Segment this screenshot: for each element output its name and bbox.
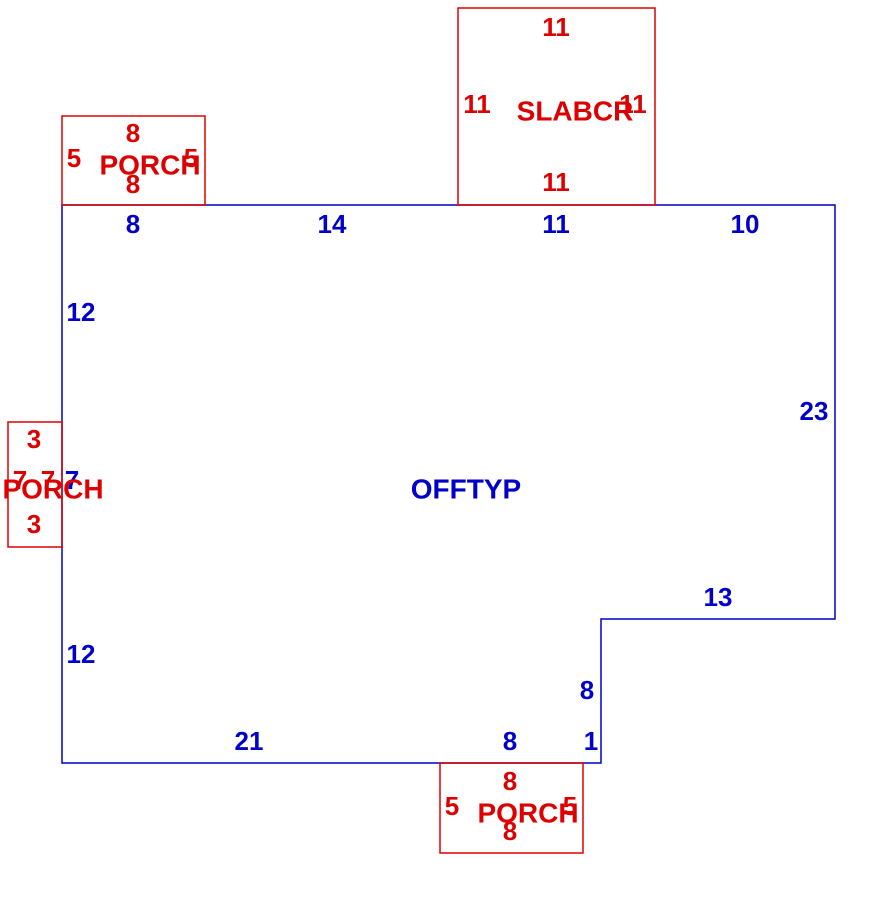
- main-area-label: OFFTYP: [411, 474, 521, 505]
- porch-top-left-left-dim: 5: [67, 143, 81, 173]
- slab-cover-left-dim: 11: [463, 89, 491, 119]
- porch-left-bottom-dim: 3: [27, 509, 41, 539]
- porch-left-outline: [7, 421, 63, 548]
- main-bottom-dim-2: 8: [503, 726, 517, 756]
- porch-left-right-dim: 7: [41, 465, 55, 495]
- main-top-dim-1: 8: [126, 209, 140, 239]
- main-right-dim: 23: [800, 396, 829, 426]
- porch-bottom-right-dim: 5: [563, 791, 577, 821]
- porch-top-left-top-dim: 8: [126, 118, 140, 148]
- porch-top-left-right-dim: 5: [184, 143, 198, 173]
- main-top-dim-3: 11: [542, 209, 570, 239]
- slab-cover-top-dim: 11: [542, 12, 570, 42]
- slab-cover-bottom-dim: 11: [542, 167, 570, 197]
- slab-cover-outline: [457, 7, 656, 206]
- main-top-dim-2: 14: [318, 209, 347, 239]
- main-left-lower-dim: 12: [67, 639, 96, 669]
- main-step-top-dim: 13: [704, 582, 733, 612]
- main-area-outline: [61, 204, 836, 764]
- main-left-upper-dim: 12: [67, 297, 96, 327]
- main-top-dim-4: 10: [731, 209, 760, 239]
- porch-bottom-label: PORCH: [477, 798, 578, 829]
- slab-cover-label: SLABCR: [517, 96, 634, 127]
- main-left-mid-dim: 7: [65, 465, 79, 495]
- main-bottom-dim-1: 21: [235, 726, 264, 756]
- porch-bottom-left-dim: 5: [445, 791, 459, 821]
- porch-bottom-top-dim: 8: [503, 766, 517, 796]
- porch-bottom-bottom-dim: 8: [503, 816, 517, 846]
- slab-cover-right-dim: 11: [619, 89, 647, 119]
- porch-left-label: PORCH: [2, 474, 103, 505]
- porch-left-left-dim: 7: [13, 465, 27, 495]
- porch-bottom-outline: [439, 762, 584, 854]
- porch-top-left-label: PORCH: [99, 150, 200, 181]
- porch-left-top-dim: 3: [27, 424, 41, 454]
- porch-top-left-outline: [61, 115, 206, 206]
- main-step-side-dim: 8: [580, 675, 594, 705]
- main-bottom-dim-3: 1: [584, 726, 598, 756]
- porch-top-left-bottom-dim: 8: [126, 169, 140, 199]
